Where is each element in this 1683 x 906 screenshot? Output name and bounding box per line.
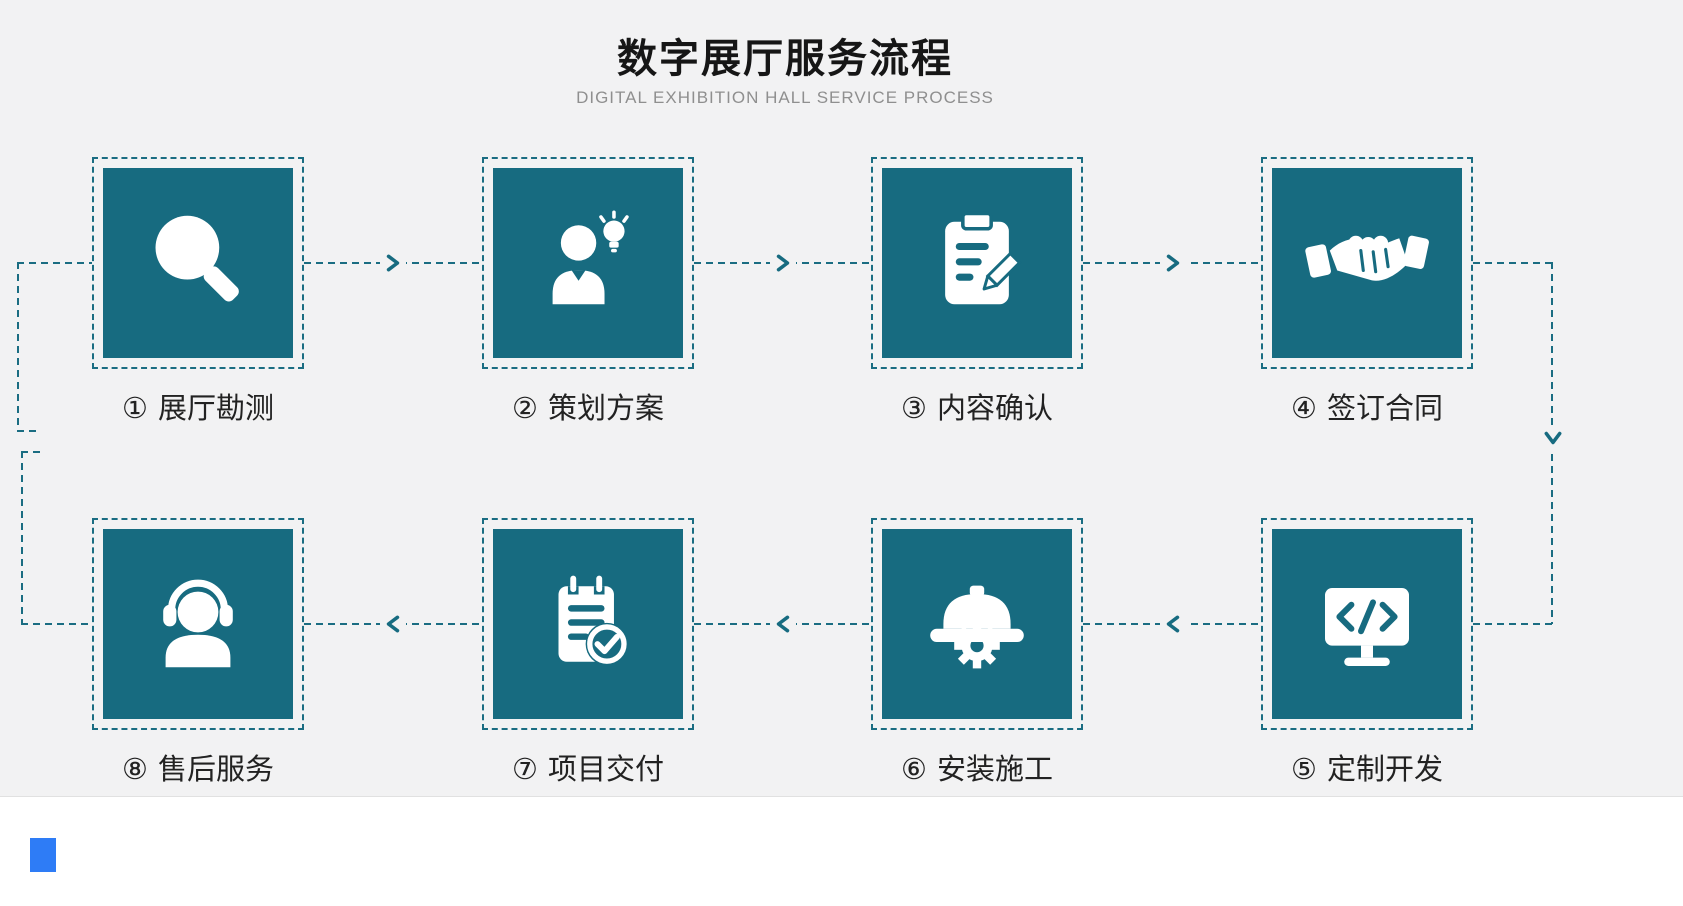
step-label: ④ 签订合同 [1261,385,1473,427]
step-text: 内容确认 [936,393,1053,425]
step-card-6: ⑥ 安装施工 [871,518,1083,788]
arrow-left-icon [770,611,796,637]
step-frame [871,157,1083,369]
magnifier-icon [155,215,239,302]
step-frame [871,518,1083,730]
connector-left-vertical-upper [17,262,19,432]
step-tile [882,529,1072,719]
step-tile [1272,168,1462,358]
clipboard-edit-icon [945,211,1022,305]
step-tile [103,529,293,719]
step-tile [493,168,683,358]
arrow-down-icon [1540,425,1566,451]
page-title: 数字展厅服务流程 [617,37,953,81]
step-number: ⑤ [1290,754,1317,786]
connector-left-bottom [21,623,92,625]
step-frame [92,518,304,730]
footer-accent-square [30,838,56,872]
step-number: ② [511,393,538,425]
step-tile [103,168,293,358]
step-tile [1272,529,1462,719]
connector-left-stub-upper [17,430,39,432]
step-frame [482,518,694,730]
step-frame [482,157,694,369]
step-tile [882,168,1072,358]
connector-left-vertical-lower [21,451,23,624]
step-card-4: ④ 签订合同 [1261,157,1473,427]
step-text: 定制开发 [1326,754,1443,786]
arrow-left-icon [1160,611,1186,637]
step-tile [493,529,683,719]
connector-left-stub-lower [21,451,43,453]
step-number: ③ [900,393,927,425]
step-text: 售后服务 [157,754,274,786]
step-label: ⑥ 安装施工 [871,746,1083,788]
step-text: 策划方案 [547,393,664,425]
hardhat-gear-icon [930,585,1024,669]
arrow-right-icon [1160,250,1186,276]
step-label: ② 策划方案 [482,385,694,427]
code-monitor-icon [1325,588,1409,666]
step-frame [1261,157,1473,369]
step-text: 安装施工 [936,754,1053,786]
step-label: ⑧ 售后服务 [92,746,304,788]
step-text: 签订合同 [1326,393,1443,425]
step-number: ⑦ [511,754,538,786]
step-text: 展厅勘测 [157,393,274,425]
step-frame [1261,518,1473,730]
step-text: 项目交付 [547,754,664,786]
step-label: ⑤ 定制开发 [1261,746,1473,788]
step-card-2: ② 策划方案 [482,157,694,427]
step-label: ① 展厅勘测 [92,385,304,427]
step-card-1: ① 展厅勘测 [92,157,304,427]
connector-left-top [17,262,92,264]
step-card-8: ⑧ 售后服务 [92,518,304,788]
page-subtitle: DIGITAL EXHIBITION HALL SERVICE PROCESS [576,88,994,107]
arrow-left-icon [380,611,406,637]
step-frame [92,157,304,369]
step-number: ⑥ [900,754,927,786]
step-label: ⑦ 项目交付 [482,746,694,788]
bottom-divider [0,796,1683,906]
step-number: ⑧ [121,754,148,786]
headset-support-icon [163,579,233,668]
step-card-7: ⑦ 项目交付 [482,518,694,788]
step-number: ④ [1290,393,1317,425]
handshake-icon [1305,235,1429,281]
connector-right-top [1473,262,1553,264]
connector-right-bottom [1473,623,1553,625]
step-number: ① [121,393,148,425]
planner-idea-icon [552,210,629,305]
step-label: ③ 内容确认 [871,385,1083,427]
step-card-5: ⑤ 定制开发 [1261,518,1473,788]
checklist-check-icon [558,575,629,666]
arrow-right-icon [380,250,406,276]
arrow-right-icon [770,250,796,276]
step-card-3: ③ 内容确认 [871,157,1083,427]
